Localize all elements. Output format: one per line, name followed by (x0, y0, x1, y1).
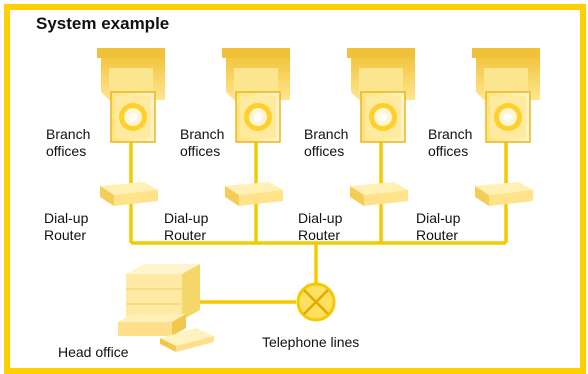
dial-up-router-device-3 (350, 182, 408, 206)
head-office-computer-icon (118, 264, 214, 352)
telephone-lines-icon (296, 282, 336, 322)
page-title: System example (36, 14, 170, 33)
branch-office-device-2 (221, 47, 291, 143)
connection-lines (129, 140, 508, 304)
branch-office-device-3 (346, 47, 416, 143)
dial-up-router-device-1 (100, 182, 158, 206)
branch-office-device-4 (471, 47, 541, 143)
head-office-label: Head office (58, 344, 129, 360)
telephone-lines-label: Telephone lines (262, 334, 360, 350)
dial-up-router-device-4 (475, 182, 533, 206)
dial-up-router-device-2 (225, 182, 283, 206)
branch-office-device-1 (96, 47, 166, 143)
